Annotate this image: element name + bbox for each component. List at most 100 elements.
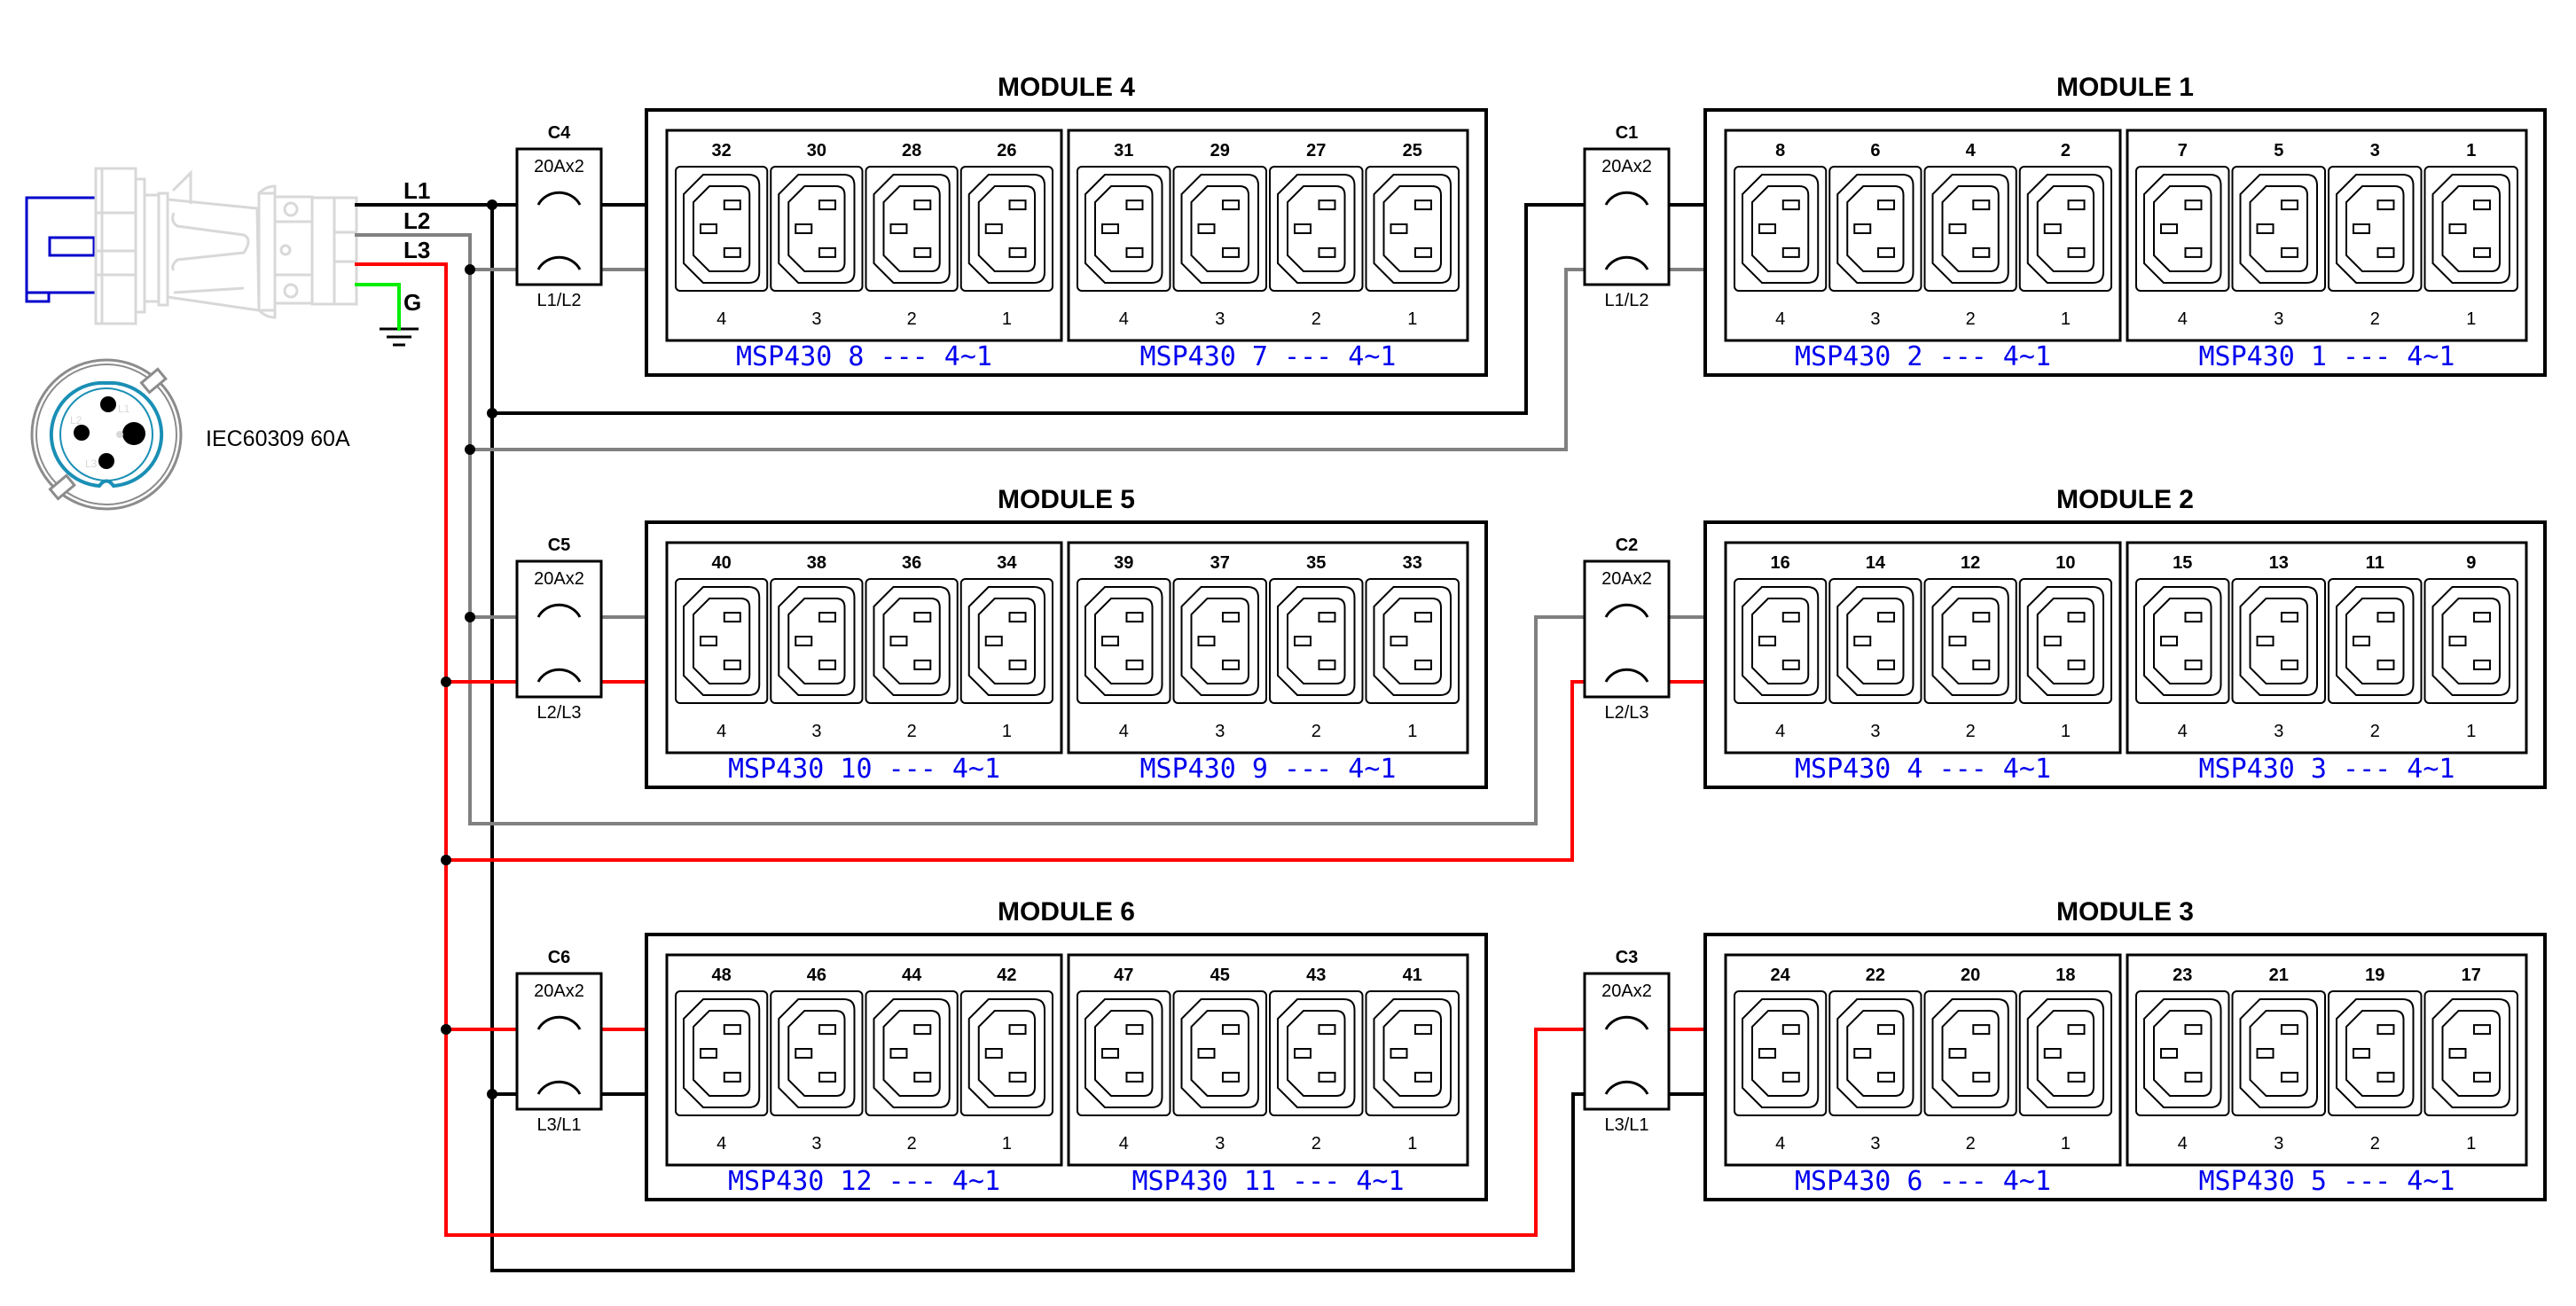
outlet-frame: [1269, 578, 1364, 704]
outlet-pin-neutral: [2280, 659, 2298, 670]
socket-pin-label-l1: L1: [118, 403, 130, 415]
c13-outlet-inner: [1190, 185, 1249, 272]
c13-outlet-icon: [873, 586, 951, 696]
bus-junction-dot: [465, 264, 475, 275]
bus-junction-dot: [465, 612, 475, 622]
outlet-pin-neutral: [1125, 1071, 1144, 1083]
outlet-pin-ground: [2160, 223, 2178, 234]
outlet-pin-ground: [2353, 223, 2370, 234]
c13-outlet-icon: [683, 586, 761, 696]
outlet-frame: [2018, 990, 2112, 1116]
outlet-frame: [1734, 166, 1828, 292]
outlet-position: 4: [1119, 722, 1129, 741]
c13-outlet-icon: [2239, 998, 2318, 1108]
c13-outlet-inner: [2249, 598, 2308, 684]
outlet-pin-ground: [700, 223, 717, 234]
breaker-box: [1583, 972, 1671, 1111]
c13-outlet-icon: [2431, 174, 2510, 284]
outlet-position: 1: [2061, 1134, 2071, 1154]
wire-label-l1: L1: [403, 177, 430, 204]
outlet-1: 11: [2423, 141, 2518, 329]
c13-outlet-inner: [1287, 1010, 1346, 1097]
outlet-pin-neutral: [2067, 659, 2086, 670]
outlet-group-frame: [1067, 541, 1469, 755]
outlet-number: 48: [712, 966, 732, 985]
outlet-pin-ground: [1294, 223, 1311, 234]
outlet-pin-neutral: [1972, 1071, 1991, 1083]
c13-outlet-icon: [1180, 174, 1259, 284]
outlet-pin-line: [2376, 199, 2395, 211]
outlet-pin-line: [2067, 199, 2086, 211]
c13-outlet-icon: [1931, 586, 2009, 696]
c13-outlet-icon: [683, 998, 761, 1108]
c13-outlet-icon: [1742, 998, 1820, 1108]
outlet-pin-line: [2472, 612, 2491, 623]
outlet-number: 24: [1771, 966, 1791, 985]
outlet-pin-line: [1318, 612, 1336, 623]
outlet-frame: [1923, 578, 2017, 704]
outlet-12: 122: [1923, 553, 2017, 741]
outlet-position: 4: [2178, 309, 2188, 329]
outlet-number: 29: [1210, 141, 1230, 160]
outlet-frame: [2328, 166, 2423, 292]
outlet-pin-neutral: [2472, 659, 2491, 670]
outlet-pin-ground: [795, 636, 813, 646]
outlet-position: 2: [1311, 309, 1321, 329]
outlet-frame: [2423, 166, 2518, 292]
outlet-pin-ground: [2043, 1048, 2062, 1059]
outlet-position: 1: [2466, 1134, 2476, 1154]
outlet-pin-ground: [1853, 636, 1872, 646]
outlet-pin-ground: [2043, 636, 2062, 646]
outlet-pin-neutral: [2067, 1071, 2086, 1083]
outlet-number: 18: [2055, 966, 2075, 985]
breaker-phases: L1/L2: [536, 291, 581, 310]
feed-wire-l3: [355, 262, 448, 1237]
c13-outlet-inner: [1382, 185, 1442, 272]
outlet-number: 22: [1866, 966, 1885, 985]
module-frame: [645, 933, 1488, 1201]
outlet-number: 41: [1403, 966, 1422, 985]
outlet-pin-neutral: [723, 1071, 741, 1083]
outlet-8: 84: [1734, 141, 1828, 329]
outlet-position: 3: [2274, 722, 2283, 741]
c13-outlet-icon: [873, 998, 951, 1108]
controller-label: MSP430 7 --- 4~1: [1140, 341, 1397, 372]
outlet-pin-line: [1318, 1024, 1336, 1036]
breaker-box: [1583, 559, 1671, 699]
c13-outlet-icon: [2026, 998, 2104, 1108]
outlet-pin-line: [2472, 1024, 2491, 1036]
outlet-frame: [675, 166, 769, 292]
outlet-frame: [2231, 166, 2326, 292]
outlet-35: 352: [1269, 553, 1364, 741]
wire-label-l3: L3: [403, 237, 430, 263]
outlet-frame: [1365, 578, 1460, 704]
outlet-pin-ground: [2256, 223, 2275, 234]
c13-outlet-icon: [1836, 174, 1914, 284]
outlet-47: 474: [1077, 966, 1171, 1154]
outlet-42: 421: [959, 966, 1053, 1154]
outlet-number: 47: [1114, 966, 1133, 985]
c13-outlet-icon: [1084, 998, 1163, 1108]
socket-pin-l3: [98, 453, 114, 469]
module-frame: [1703, 933, 2547, 1201]
outlet-frame: [1365, 990, 1460, 1116]
breaker-contact-icon: [536, 191, 582, 206]
breaker-box: [515, 972, 603, 1111]
socket-pin-l2: [74, 425, 90, 441]
breaker-phases: L3/L1: [1604, 1115, 1648, 1135]
outlet-pin-ground: [1948, 636, 1967, 646]
outlet-pin-neutral: [1972, 659, 1991, 670]
outlet-34: 341: [959, 553, 1053, 741]
outlet-pin-ground: [1758, 636, 1776, 646]
outlet-frame: [2328, 578, 2423, 704]
breaker-phases: L1/L2: [1604, 291, 1648, 310]
outlet-3: 32: [2328, 141, 2423, 329]
outlet-7: 74: [2135, 141, 2230, 329]
breaker-rating: 20Ax2: [1601, 981, 1652, 1001]
outlet-pin-neutral: [1221, 659, 1240, 670]
outlet-46: 463: [770, 966, 864, 1154]
